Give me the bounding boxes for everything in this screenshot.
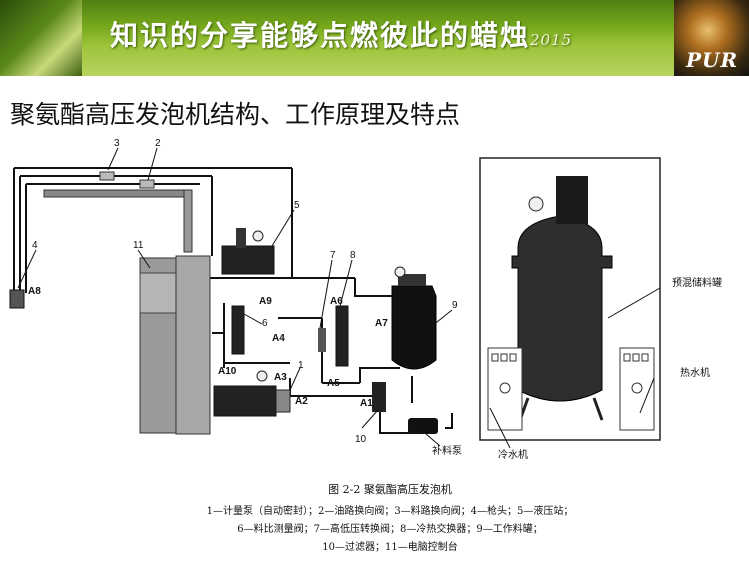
heat-exchanger	[335, 305, 349, 367]
mixing-gun-head	[9, 289, 25, 309]
feed-pump	[408, 418, 438, 434]
water-heater-panel	[619, 347, 655, 431]
filter	[372, 382, 386, 412]
label-5: 5	[294, 200, 300, 211]
label-chiller: 冷水机	[498, 448, 528, 461]
banner-decoration	[0, 0, 82, 76]
oil-reversing-valve	[139, 179, 155, 189]
figure-caption-title: 图 2-2 聚氨酯高压发泡机	[328, 483, 452, 496]
label-8: 8	[350, 250, 356, 261]
label-a3: A3	[274, 372, 287, 383]
work-material-tank	[391, 285, 437, 370]
label-feed-pump: 补料泵	[432, 444, 462, 457]
premix-enclosure	[479, 157, 661, 441]
label-9: 9	[452, 300, 458, 311]
banner-year: 2015	[530, 31, 573, 49]
label-water-heater: 热水机	[680, 366, 710, 379]
pipe-beam	[43, 189, 191, 198]
label-premix-tank: 预混储料罐	[672, 276, 722, 289]
header-banner: 知识的分享能够点燃彼此的蜡烛2015 PUR	[0, 0, 749, 76]
figure-caption-line-1: 1—计量泵（自动密封）；2—油路换向阀；3—料路换向阀；4—枪头；5—液压站；	[206, 506, 574, 517]
page-title: 聚氨酯高压发泡机结构、工作原理及特点	[10, 100, 461, 129]
figure-caption-line-2: 6—料比测量阀；7—高低压转换阀；8—冷热交换器；9—工作料罐；	[237, 524, 543, 535]
label-a10: A10	[218, 366, 237, 377]
label-a2: A2	[295, 396, 308, 407]
label-10: 10	[355, 434, 367, 445]
foaming-machine-diagram: 3 2 4 11 5 7 8 9 6 1 10 A8 A9 A4 A10 A3 …	[9, 138, 722, 461]
tiger-logo: PUR	[674, 0, 749, 76]
label-a1: A1	[360, 398, 373, 409]
material-reversing-valve	[99, 171, 115, 181]
label-a9: A9	[259, 296, 272, 307]
label-a5: A5	[327, 378, 340, 389]
label-6: 6	[262, 318, 268, 329]
metering-pump-motor	[213, 385, 277, 417]
premix-storage-tank	[511, 215, 613, 402]
figure-caption-line-3: 10—过滤器；11—电脑控制台	[322, 542, 458, 553]
label-a7: A7	[375, 318, 388, 329]
label-a6: A6	[330, 296, 343, 307]
label-a4: A4	[272, 333, 285, 344]
hydraulic-station	[221, 245, 275, 275]
label-2: 2	[155, 138, 161, 149]
logo-text: PUR	[686, 48, 739, 72]
label-7: 7	[330, 250, 336, 261]
label-3: 3	[114, 138, 120, 149]
label-4: 4	[32, 240, 38, 251]
chiller-panel	[487, 347, 523, 431]
ratio-measuring-valve	[231, 305, 245, 355]
high-low-converter-valve	[318, 328, 326, 352]
banner-title: 知识的分享能够点燃彼此的蜡烛2015	[110, 14, 572, 54]
banner-title-text: 知识的分享能够点燃彼此的蜡烛	[110, 19, 531, 52]
label-a8: A8	[28, 286, 41, 297]
label-11: 11	[133, 240, 144, 251]
label-1: 1	[298, 360, 304, 371]
